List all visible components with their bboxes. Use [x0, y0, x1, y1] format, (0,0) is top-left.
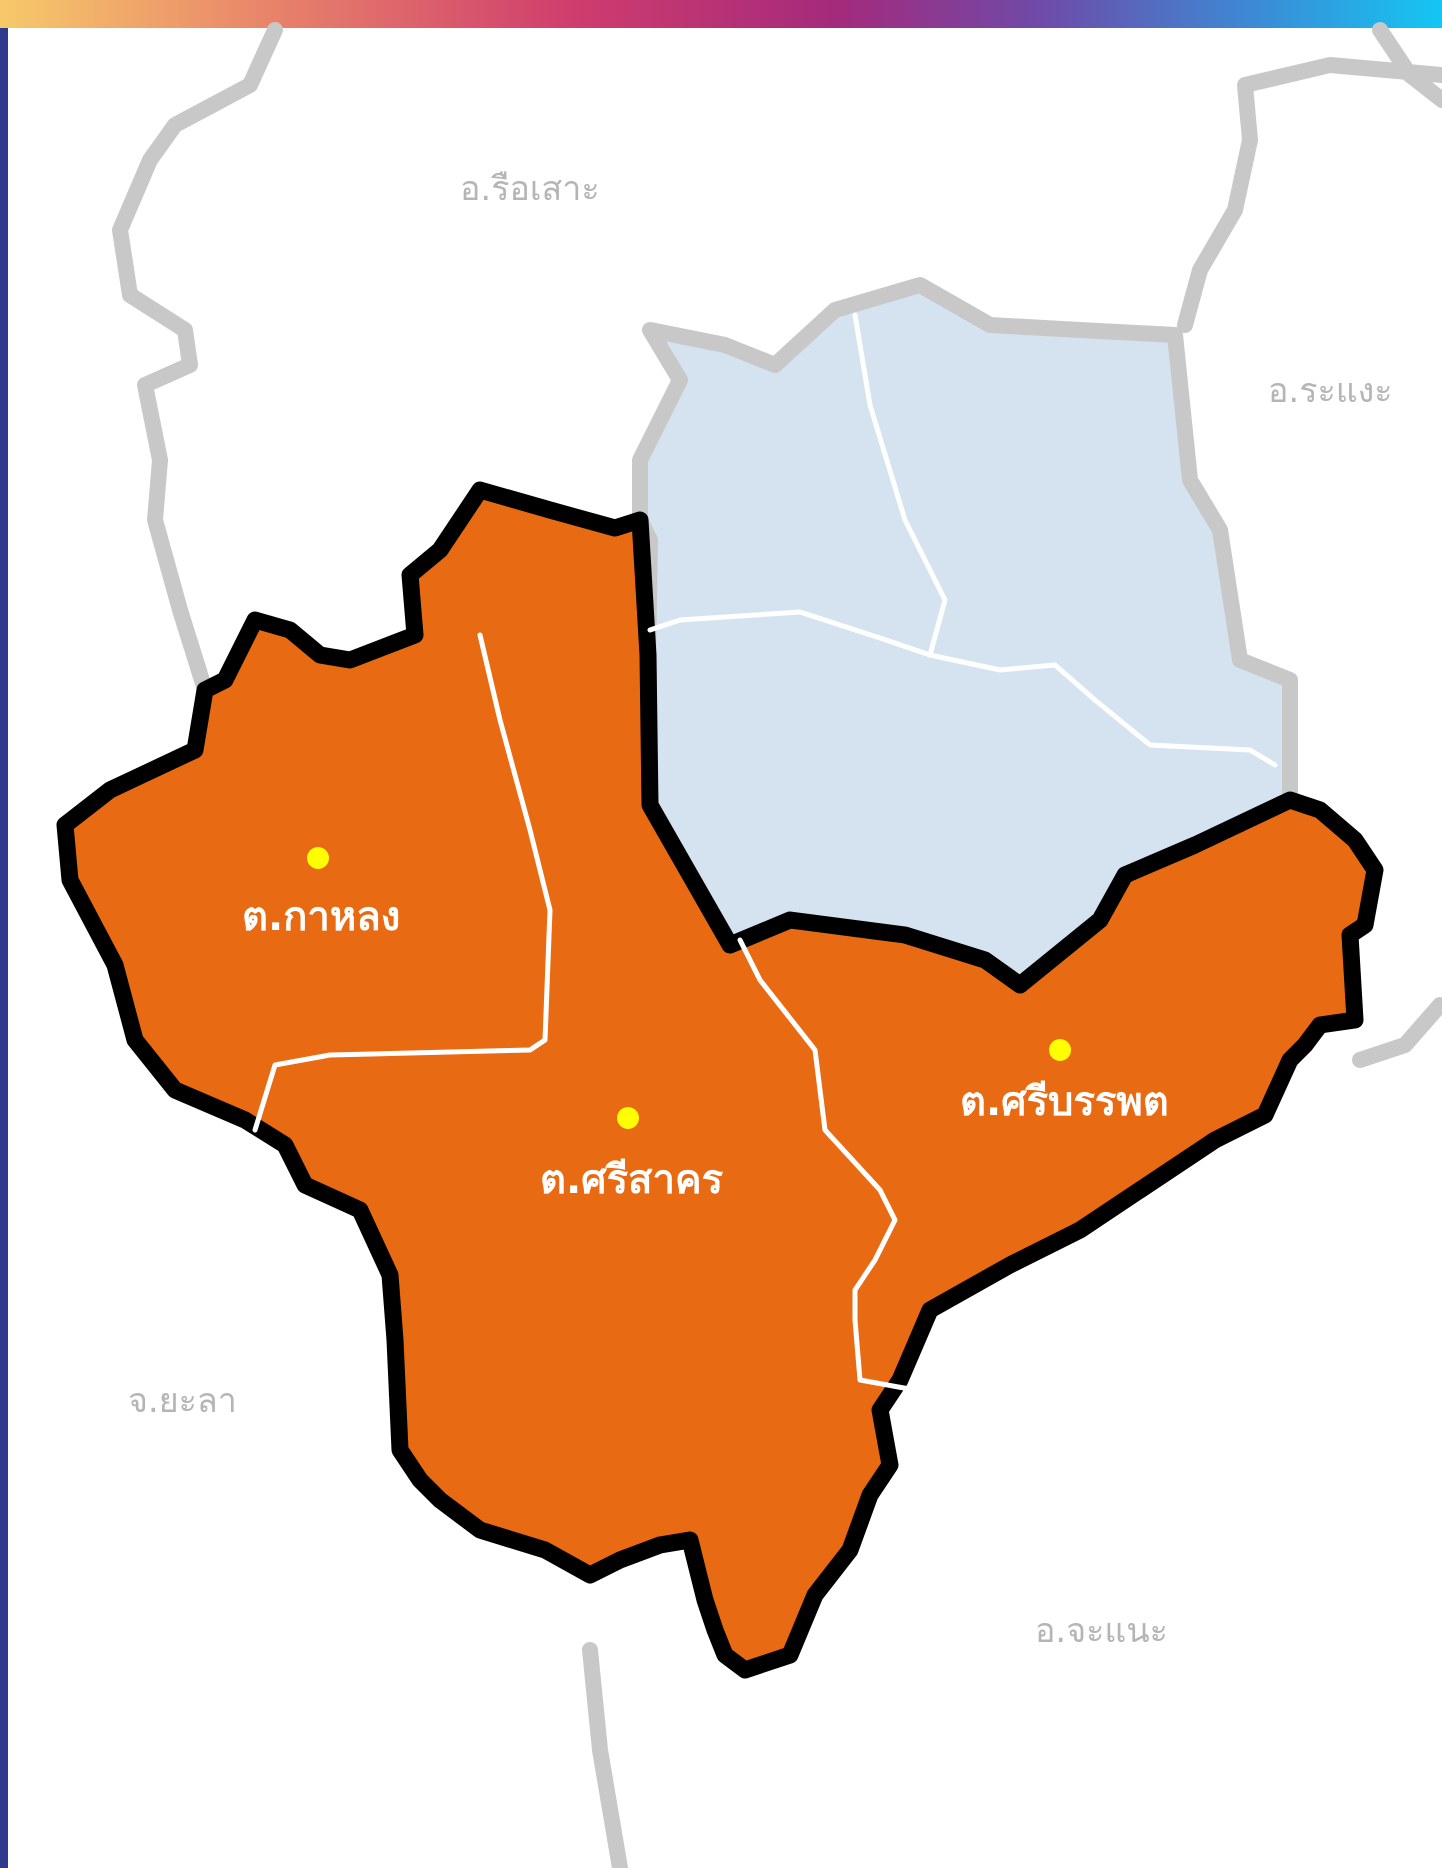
- center-marker-sibanphot: [1049, 1039, 1071, 1061]
- boundary-kalong-sisakhon: [252, 632, 553, 1133]
- center-marker-kalong: [307, 847, 329, 869]
- label-sibanphot: ต.ศรีบรรพต: [960, 1079, 1169, 1125]
- boundary-south: [582, 1642, 628, 1868]
- neighbor-labels: อ.รือเสาะ อ.ระแงะ จ.ยะลา อ.จะแนะ: [128, 169, 1393, 1651]
- subdistrict-centers: [307, 847, 1071, 1129]
- boundary-sisakhon-sibanphot: [737, 937, 918, 1393]
- label-sisakhon: ต.ศรีสาคร: [540, 1157, 724, 1203]
- label-rueso: อ.รือเสาะ: [460, 169, 600, 209]
- center-marker-sisakhon: [617, 1107, 639, 1129]
- top-gradient-bar: [0, 0, 1442, 28]
- label-kalong: ต.กาหลง: [242, 894, 400, 940]
- label-yala: จ.ยะลา: [128, 1381, 237, 1421]
- boundary-west-rueso: [112, 22, 283, 698]
- area-highlighted-district: [56, 481, 1384, 1679]
- internal-boundaries: [252, 312, 1278, 1393]
- neighbor-boundaries: [112, 22, 1442, 1868]
- left-accent-bar: [0, 28, 8, 1868]
- label-chanae: อ.จะแนะ: [1035, 1611, 1168, 1651]
- label-rangae: อ.ระแงะ: [1268, 371, 1393, 411]
- boundary-north-east: [1177, 22, 1442, 333]
- boundary-inner-north-1: [852, 312, 1278, 768]
- boundary-inner-north-2: [647, 609, 933, 658]
- boundary-east-rangae: [1352, 997, 1442, 1068]
- subdistrict-labels: ต.กาหลง ต.ศรีสาคร ต.ศรีบรรพต: [242, 894, 1169, 1203]
